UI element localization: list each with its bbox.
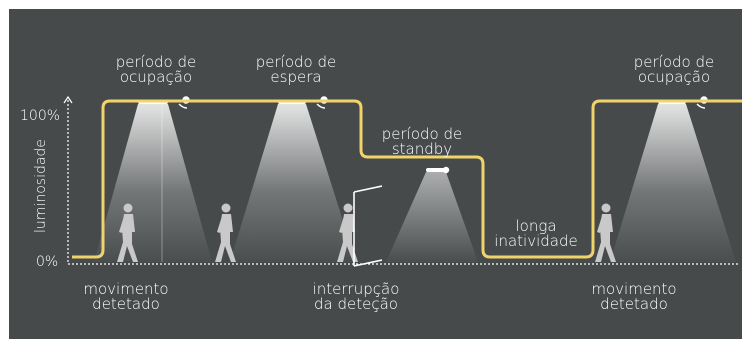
- light-beam: [610, 104, 736, 262]
- light-beam: [230, 104, 356, 262]
- light-beam: [94, 104, 212, 262]
- y-tick-0: 0%: [36, 254, 59, 270]
- y-axis-title: luminosidade: [33, 139, 49, 233]
- y-tick-100: 100%: [20, 108, 61, 124]
- light-beam: [386, 172, 478, 262]
- door-icon: [353, 185, 383, 267]
- luminosity-curve: [72, 99, 742, 259]
- y-axis: [63, 95, 73, 264]
